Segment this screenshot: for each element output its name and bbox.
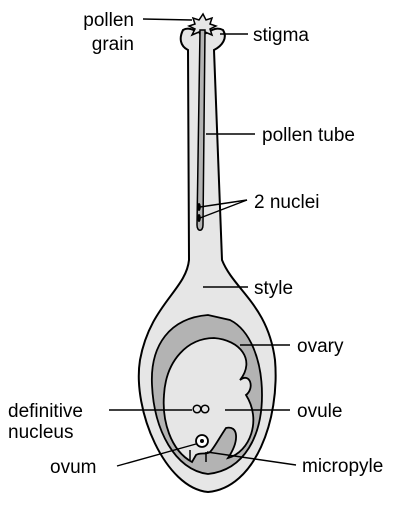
label-ovary: ovary (297, 336, 344, 357)
label-definitive-nucleus-line1: definitive (8, 401, 83, 422)
label-pollen-grain-line2: grain (92, 34, 134, 55)
label-ovule: ovule (297, 401, 342, 422)
label-stigma: stigma (253, 25, 309, 46)
ovum-nucleus (200, 439, 204, 443)
pollen-grain-leader (143, 19, 192, 20)
label-two-nuclei: 2 nuclei (254, 192, 320, 213)
label-definitive-nucleus-line2: nucleus (8, 422, 74, 443)
label-ovum: ovum (50, 457, 96, 478)
label-pollen-grain-line1: pollen (83, 10, 134, 31)
ovule-shape (164, 338, 254, 462)
label-micropyle: micropyle (302, 456, 383, 477)
label-style: style (254, 278, 293, 299)
label-pollen-tube: pollen tube (262, 125, 355, 146)
